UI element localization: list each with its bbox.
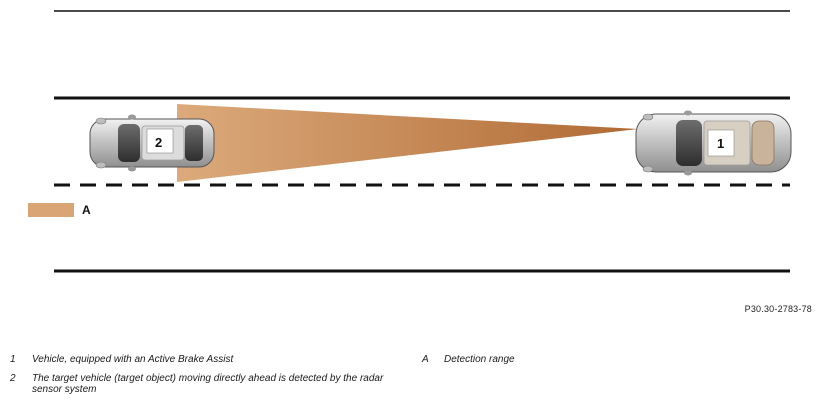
target-vehicle-number: 2 xyxy=(155,135,162,150)
caption-number: A xyxy=(422,354,429,365)
detection-range-beam xyxy=(177,104,638,182)
caption-text: The target vehicle (target object) movin… xyxy=(32,373,384,395)
legend-letter: A xyxy=(82,203,91,217)
caption-text: Detection range xyxy=(444,354,515,365)
road-diagram: 2 1 A xyxy=(28,10,792,273)
caption-item-1: 1 Vehicle, equipped with an Active Brake… xyxy=(10,354,233,365)
legend-swatch xyxy=(28,203,74,217)
reference-code: P30.30-2783-78 xyxy=(744,304,812,314)
caption-number: 2 xyxy=(10,373,16,384)
target-vehicle: 2 xyxy=(89,114,215,172)
caption-item-a: A Detection range xyxy=(422,354,515,365)
caption-text: Vehicle, equipped with an Active Brake A… xyxy=(32,354,234,365)
caption-number: 1 xyxy=(10,354,16,365)
equipped-vehicle-number: 1 xyxy=(717,136,724,151)
equipped-vehicle: 1 xyxy=(635,110,792,176)
caption-item-2: 2 The target vehicle (target object) mov… xyxy=(10,373,410,395)
